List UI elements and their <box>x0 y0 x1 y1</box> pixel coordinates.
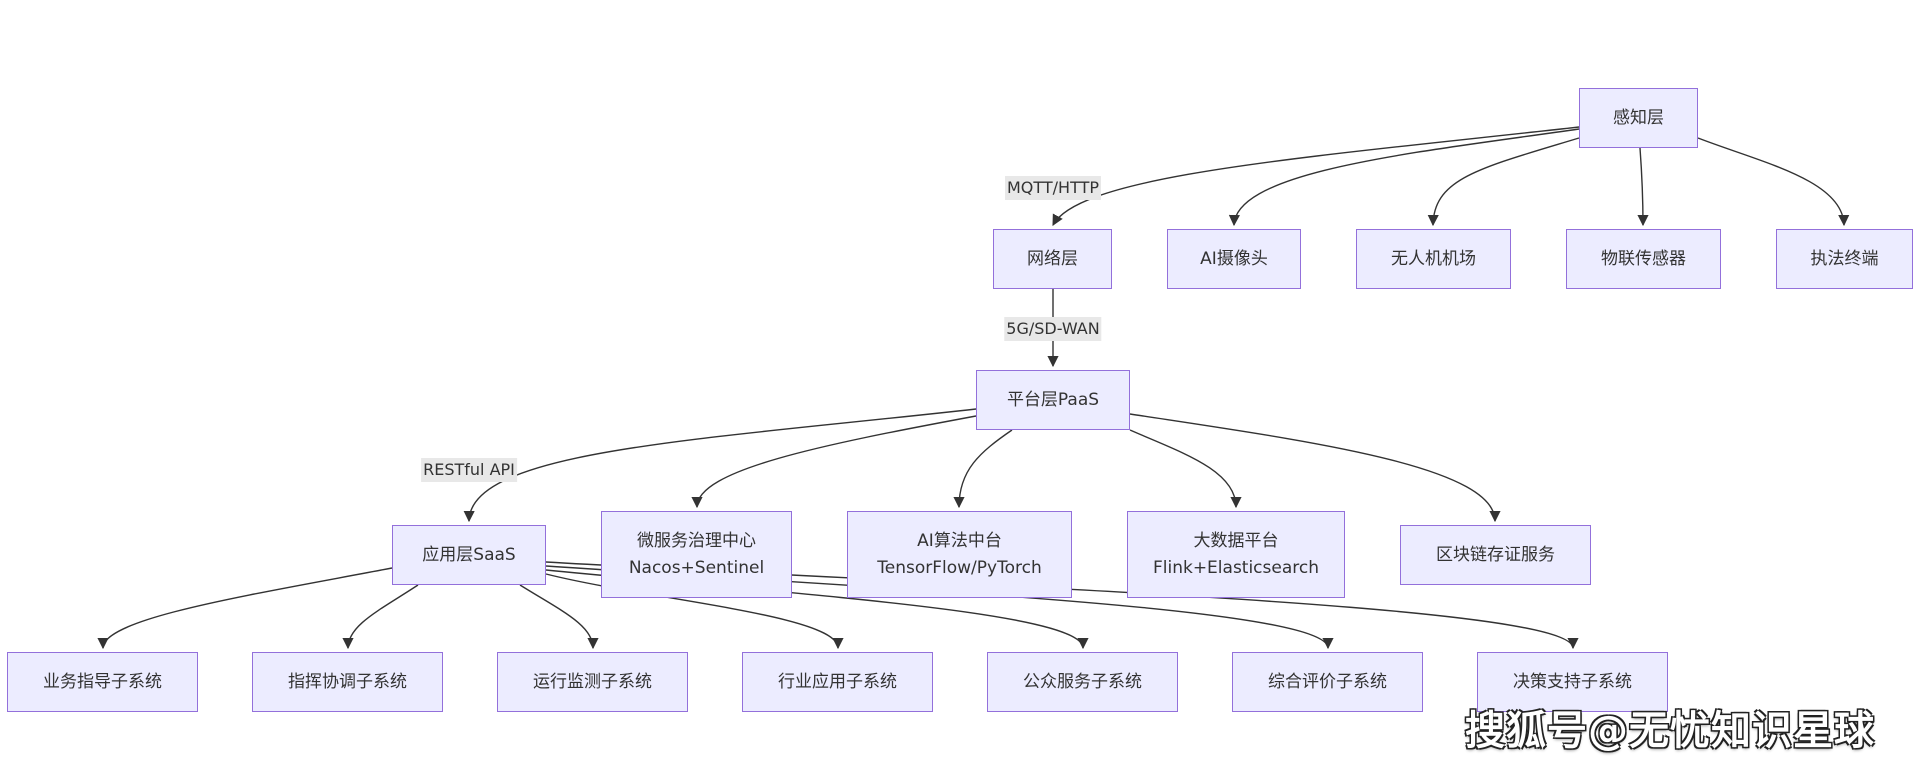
node-subsystem-command-coordination: 指挥协调子系统 <box>252 652 443 712</box>
node-label: 决策支持子系统 <box>1513 671 1632 692</box>
node-application-saas: 应用层SaaS <box>392 525 546 585</box>
edge-application-monitor <box>519 584 599 650</box>
edge-platform-application <box>463 408 977 523</box>
node-platform-paas: 平台层PaaS <box>976 370 1130 430</box>
node-drone-hangar: 无人机机场 <box>1356 229 1511 289</box>
node-label: 业务指导子系统 <box>43 671 162 692</box>
edge-perception-ai-camera <box>1228 128 1580 227</box>
node-network-layer: 网络层 <box>993 229 1112 289</box>
node-subsystem-comprehensive-evaluation: 综合评价子系统 <box>1232 652 1423 712</box>
edge-perception-network <box>1052 126 1580 226</box>
node-ai-camera: AI摄像头 <box>1167 229 1301 289</box>
node-subsystem-operation-monitoring: 运行监测子系统 <box>497 652 688 712</box>
node-label-line-1: 大数据平台 <box>1193 530 1279 551</box>
node-law-terminal: 执法终端 <box>1776 229 1913 289</box>
edge-perception-drone-hangar <box>1427 137 1580 227</box>
node-label: 感知层 <box>1613 107 1664 128</box>
node-subsystem-industry-application: 行业应用子系统 <box>742 652 933 712</box>
edge-platform-ai-algorithm <box>953 429 1013 509</box>
node-label-line-1: AI算法中台 <box>917 530 1002 551</box>
node-label-line-2: Flink+Elasticsearch <box>1152 557 1320 578</box>
node-label-line-1: 微服务治理中心 <box>637 530 756 551</box>
node-label: AI摄像头 <box>1200 248 1268 269</box>
node-label: 网络层 <box>1027 248 1078 269</box>
edge-label-restful-api: RESTful API <box>421 458 517 482</box>
node-label: 指挥协调子系统 <box>288 671 407 692</box>
edge-platform-bigdata <box>1129 429 1242 509</box>
edge-application-industry <box>545 573 844 650</box>
node-subsystem-public-service: 公众服务子系统 <box>987 652 1178 712</box>
node-label: 运行监测子系统 <box>533 671 652 692</box>
edge-perception-iot-sensor <box>1637 147 1649 227</box>
edge-perception-law-terminal <box>1697 137 1850 227</box>
node-label: 应用层SaaS <box>422 544 516 565</box>
node-label: 执法终端 <box>1810 248 1879 269</box>
node-label: 公众服务子系统 <box>1023 671 1142 692</box>
edge-label-mqtt-http: MQTT/HTTP <box>1005 176 1101 200</box>
node-microservice-governance: 微服务治理中心 Nacos+Sentinel <box>601 511 792 598</box>
node-label: 物联传感器 <box>1601 248 1686 269</box>
node-blockchain-service: 区块链存证服务 <box>1400 525 1591 585</box>
node-label-line-2: Nacos+Sentinel <box>628 557 765 578</box>
edge-platform-blockchain <box>1129 413 1501 523</box>
edge-platform-microservice <box>691 415 977 509</box>
node-label: 行业应用子系统 <box>778 671 897 692</box>
node-label: 无人机机场 <box>1391 248 1476 269</box>
watermark: 搜狐号@无忧知识星球 <box>1465 708 1875 754</box>
node-perception-layer: 感知层 <box>1579 88 1698 148</box>
node-label: 平台层PaaS <box>1006 389 1100 410</box>
edge-label-5g-sdwan: 5G/SD-WAN <box>1004 317 1102 341</box>
node-subsystem-decision-support: 决策支持子系统 <box>1477 652 1668 712</box>
edge-application-business <box>97 567 393 650</box>
node-bigdata-platform: 大数据平台 Flink+Elasticsearch <box>1127 511 1345 598</box>
edge-application-command <box>342 584 419 650</box>
node-iot-sensor: 物联传感器 <box>1566 229 1721 289</box>
node-label: 区块链存证服务 <box>1436 544 1555 565</box>
node-ai-algorithm-platform: AI算法中台 TensorFlow/PyTorch <box>847 511 1072 598</box>
node-label: 综合评价子系统 <box>1268 671 1387 692</box>
node-subsystem-business-guidance: 业务指导子系统 <box>7 652 198 712</box>
node-label-line-2: TensorFlow/PyTorch <box>877 557 1042 578</box>
